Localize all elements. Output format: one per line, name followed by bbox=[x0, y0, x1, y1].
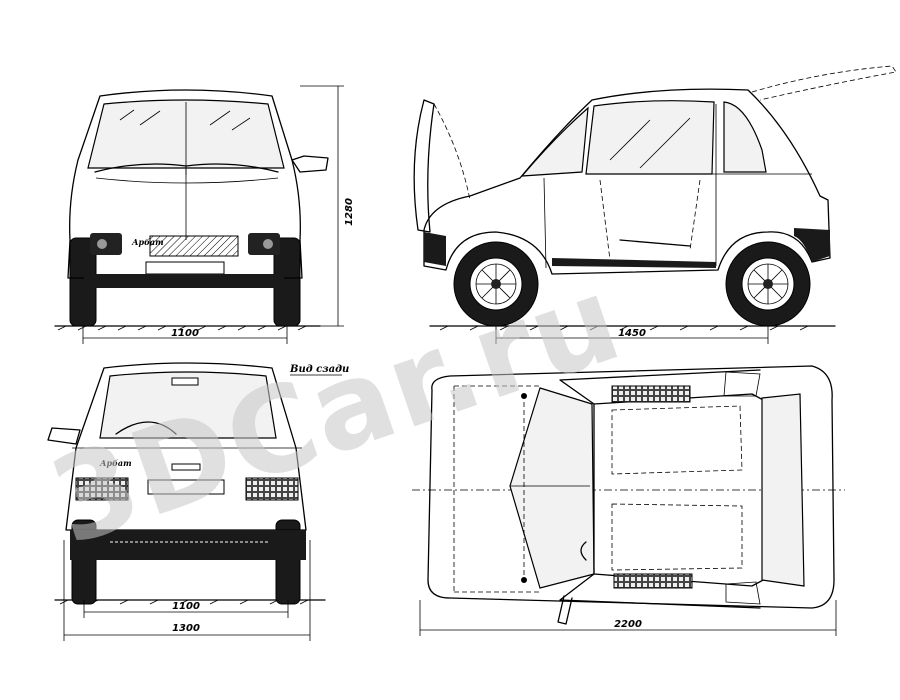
front-view: Арбат 1280 1100 bbox=[54, 85, 355, 344]
rear-window bbox=[99, 371, 277, 439]
front-badge: Арбат bbox=[131, 237, 164, 247]
side-door-window bbox=[585, 100, 715, 175]
front-grille bbox=[149, 235, 239, 257]
side-view: 1450 bbox=[413, 65, 897, 344]
top-view: 2200 bbox=[412, 365, 845, 636]
side-rear-window bbox=[723, 101, 767, 173]
dim-height: 1280 bbox=[344, 198, 355, 226]
front-bumper bbox=[84, 274, 284, 288]
dim-rear-track: 1100 bbox=[172, 601, 200, 612]
dim-front-track: 1100 bbox=[171, 328, 199, 339]
taillamp-right bbox=[245, 477, 299, 501]
side-front-wheel bbox=[453, 241, 539, 327]
rear-view-label: Вид сзади bbox=[289, 364, 349, 375]
side-windshield bbox=[520, 106, 589, 177]
dim-width: 1300 bbox=[172, 623, 200, 634]
front-mirror bbox=[291, 155, 329, 173]
rear-badge: Арбат bbox=[99, 458, 132, 468]
taillamp-left bbox=[75, 477, 129, 501]
rear-bumper bbox=[70, 530, 306, 560]
side-rear-wheel bbox=[725, 241, 811, 327]
rear-plate bbox=[147, 479, 225, 495]
dim-wheelbase: 1450 bbox=[618, 328, 646, 339]
front-plate bbox=[145, 261, 225, 275]
dim-length: 2200 bbox=[614, 619, 642, 630]
rear-view: Вид сзади Арбат 1100 1300 bbox=[47, 362, 349, 641]
top-windshield bbox=[509, 387, 595, 589]
rear-mirror bbox=[47, 427, 81, 445]
top-rear-window bbox=[761, 393, 805, 587]
